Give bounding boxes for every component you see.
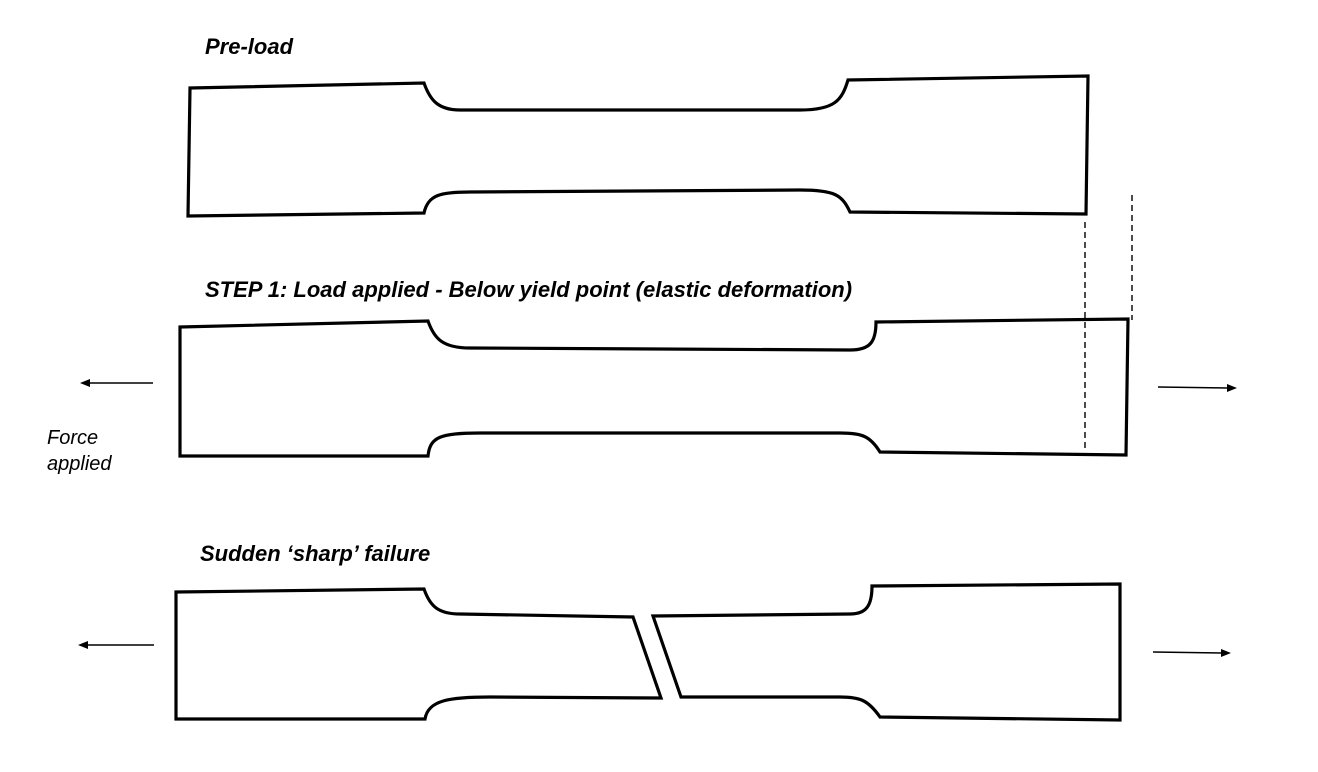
specimen-step1-elastic [178, 317, 1130, 458]
caption-step1: STEP 1: Load applied - Below yield point… [205, 277, 853, 302]
specimen-failure-right [650, 582, 1122, 722]
force-arrow-left-failure [78, 641, 154, 649]
force-applied-label: Force applied [47, 425, 112, 477]
caption-failure: Sudden ‘sharp’ failure [200, 541, 431, 566]
force-arrow-right-failure [1152, 649, 1231, 657]
arrowhead-icon [80, 379, 90, 387]
arrowhead-icon [1221, 649, 1231, 657]
specimen-pre-load [186, 74, 1090, 218]
arrowhead-icon [78, 641, 88, 649]
arrowhead-icon [1227, 384, 1237, 392]
caption-pre-load: Pre-load [205, 34, 294, 59]
specimen-failure-left [174, 587, 664, 721]
force-applied-line2: applied [47, 453, 112, 475]
force-applied-line1: Force [47, 427, 99, 449]
force-arrow-left-step1 [80, 379, 153, 387]
force-arrow-right-step1 [1157, 384, 1237, 392]
